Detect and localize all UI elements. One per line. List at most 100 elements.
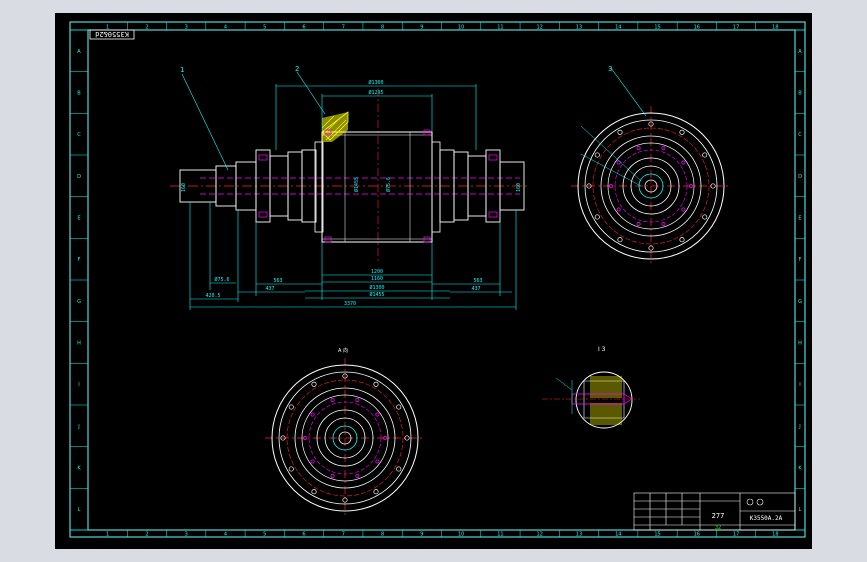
end-view-right [571, 67, 731, 266]
column-number: 11 [497, 532, 503, 538]
dim-bottom-1: 1200 [371, 269, 383, 275]
dim-bottom-9: Ø75.6 [214, 276, 229, 283]
column-number: 5 [263, 532, 266, 538]
column-number: 16 [694, 25, 700, 31]
column-number: 2 [145, 532, 148, 538]
column-number: 9 [420, 25, 423, 31]
row-letter: A [798, 49, 802, 55]
bolt-hole [311, 489, 317, 495]
bolt-hole [710, 183, 716, 189]
column-number: 13 [576, 532, 582, 538]
bolt-hole [617, 129, 623, 135]
dim-bottom-10: Ø1455 [369, 291, 384, 298]
row-letter: J [798, 424, 800, 430]
row-letter: C [77, 132, 81, 138]
bolt-hole [648, 121, 654, 127]
row-letter: K [77, 466, 81, 472]
bolt-hole [330, 474, 335, 478]
view-label-detail: I 3 [598, 346, 606, 353]
column-number: 6 [302, 532, 305, 538]
column-number: 3 [185, 532, 188, 538]
bolt-hole [681, 160, 686, 165]
dim-bottom-3: 563 [273, 278, 282, 284]
bolt-hole [280, 435, 286, 441]
bolt-hole [404, 435, 410, 441]
row-letter: F [799, 257, 802, 263]
column-number: 6 [302, 25, 305, 31]
column-number: 2 [145, 25, 148, 31]
bolt-hole [679, 237, 685, 243]
column-number: 11 [497, 25, 503, 31]
column-number: 4 [224, 532, 227, 538]
column-number: 14 [615, 532, 621, 538]
bolt-hole [373, 489, 379, 495]
row-letter: I [799, 382, 800, 388]
bolt-hole [355, 474, 360, 478]
row-letter: G [798, 299, 802, 305]
title-block-small: 32 [715, 525, 721, 531]
dim-shaft-right: 160 [516, 183, 522, 192]
row-letter: K [798, 466, 802, 472]
dim-shaft-left: 160 [181, 183, 187, 192]
bolt-hole [636, 222, 641, 226]
dim-top-2: Ø1295 [368, 89, 383, 96]
drawing-number: K3550A.2A [750, 515, 783, 522]
bolt-hole [288, 404, 294, 410]
row-letter: B [798, 91, 802, 97]
column-number: 13 [576, 25, 582, 31]
dim-bottom-4: 563 [473, 278, 482, 284]
end-view-a [265, 358, 425, 518]
bolt-hole [288, 466, 294, 472]
column-number: 8 [381, 25, 384, 31]
column-number: 7 [342, 25, 345, 31]
column-number: 17 [733, 532, 739, 538]
dim-bottom-5: Ø1300 [369, 284, 384, 291]
bolt-hole [311, 381, 317, 387]
bolt-hole [342, 373, 348, 379]
column-number: 4 [224, 25, 227, 31]
bolt-hole [586, 183, 592, 189]
dim-bottom-8: 420.5 [205, 293, 220, 299]
bolt-hole [681, 207, 686, 212]
bolt-hole [661, 222, 666, 226]
bolt-hole [342, 497, 348, 503]
dim-inner-diameter: Ø1455 [353, 177, 360, 192]
column-number: 12 [537, 532, 543, 538]
row-letter: G [77, 299, 81, 305]
dim-bore: Ø75.6 [385, 177, 392, 192]
column-number: 10 [458, 532, 464, 538]
row-letter: E [798, 216, 801, 222]
view-label-a: A 向 [338, 347, 348, 354]
column-number: 12 [537, 25, 543, 31]
bolt-hole [375, 412, 380, 417]
title-block [633, 492, 796, 531]
column-number: 17 [733, 25, 739, 31]
detail-view: I 3 [542, 346, 640, 429]
dim-top-1: Ø1360 [368, 79, 383, 86]
bolt-hole [636, 146, 641, 150]
dim-bottom-6: 437 [265, 286, 274, 292]
row-letter: I [78, 382, 79, 388]
bolt-hole [375, 459, 380, 464]
code-box-text: K3550&2d [95, 30, 129, 38]
column-number: 8 [381, 532, 384, 538]
bolt-hole [396, 404, 402, 410]
dim-total-length: 3370 [344, 301, 356, 307]
bolt-hole [330, 398, 335, 402]
column-number: 9 [420, 532, 423, 538]
column-number: 10 [458, 25, 464, 31]
bolt-hole [355, 398, 360, 402]
row-letter: L [78, 507, 81, 513]
bolt-hole [648, 245, 654, 251]
row-letter: F [78, 257, 81, 263]
roller-side-view: Ø1455 Ø75.6 160 160 Ø1360 Ø1295 [170, 65, 530, 310]
row-letter: B [77, 91, 81, 97]
bolt-hole [616, 160, 621, 165]
bolt-hole [689, 184, 693, 188]
column-number: 3 [185, 25, 188, 31]
